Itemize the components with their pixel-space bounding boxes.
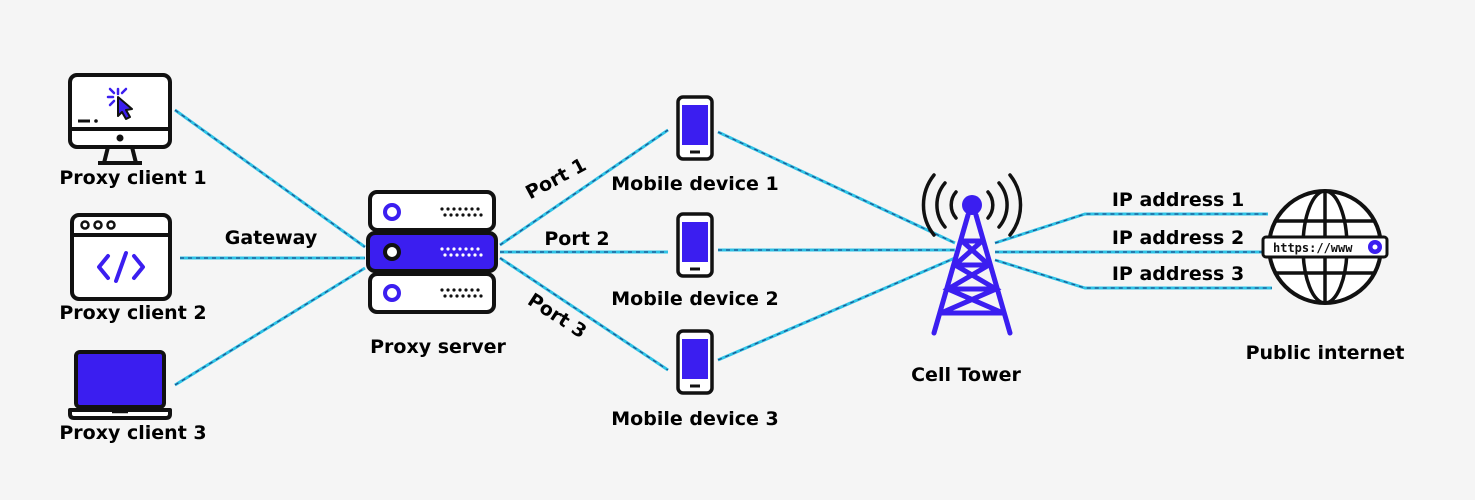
server-vent-dot xyxy=(446,207,450,211)
server-vent-dot xyxy=(479,213,483,217)
server-vent-dot xyxy=(440,247,444,251)
port-2-label: Port 2 xyxy=(544,228,610,250)
connection-line-dash xyxy=(174,109,366,248)
server-vent-dot xyxy=(443,253,447,257)
connection-line-dash xyxy=(994,259,1272,289)
server-vent-dot xyxy=(452,207,456,211)
smartphone-icon xyxy=(676,329,714,395)
server-vent-dot xyxy=(461,213,465,217)
mobile-device-1-label: Mobile device 1 xyxy=(611,173,779,195)
proxy-client-1-label: Proxy client 1 xyxy=(59,167,207,189)
server-vent-dot xyxy=(455,253,459,257)
server-vent-dot xyxy=(440,288,444,292)
server-vent-dot xyxy=(446,247,450,251)
smartphone-icon xyxy=(676,95,714,161)
server-vent-dot xyxy=(458,207,462,211)
server-vent-dot xyxy=(449,253,453,257)
connection-line-dash xyxy=(717,257,956,361)
server-vent-dot xyxy=(455,294,459,298)
connection-line-dash xyxy=(174,267,366,386)
server-vent-dot xyxy=(452,247,456,251)
server-rack-icon xyxy=(366,190,498,314)
server-vent-dot xyxy=(449,294,453,298)
server-vent-dot xyxy=(461,294,465,298)
connection-lines xyxy=(174,108,1272,387)
url-text: https://www xyxy=(1273,241,1353,255)
server-vent-dot xyxy=(476,207,480,211)
server-vent-dot xyxy=(470,207,474,211)
mobile-device-3-label: Mobile device 3 xyxy=(611,408,779,430)
server-vent-dot xyxy=(443,294,447,298)
connection-line-dash xyxy=(717,131,956,244)
laptop-icon xyxy=(68,350,172,420)
server-vent-dot xyxy=(464,288,468,292)
public-internet-label: Public internet xyxy=(1245,342,1405,364)
server-vent-dot xyxy=(470,288,474,292)
cell-tower-icon xyxy=(921,173,1023,336)
connection-line-dash xyxy=(994,213,1268,244)
server-vent-dot xyxy=(461,253,465,257)
gateway-label: Gateway xyxy=(224,227,318,249)
ip-address-3-label: IP address 3 xyxy=(1111,263,1245,285)
server-vent-dot xyxy=(476,247,480,251)
connection-line-dash xyxy=(499,129,669,246)
server-vent-dot xyxy=(458,247,462,251)
server-vent-dot xyxy=(440,207,444,211)
proxy-server-label: Proxy server xyxy=(370,336,506,358)
ip-address-1-label: IP address 1 xyxy=(1111,189,1245,211)
server-vent-dot xyxy=(479,294,483,298)
ip-address-2-label: IP address 2 xyxy=(1111,227,1245,249)
proxy-client-3-label: Proxy client 3 xyxy=(59,422,207,444)
server-vent-dot xyxy=(449,213,453,217)
code-window-icon xyxy=(70,213,172,301)
globe-icon: https://www xyxy=(1261,189,1389,305)
server-vent-dot xyxy=(443,213,447,217)
server-vent-dot xyxy=(446,288,450,292)
server-vent-dot xyxy=(473,213,477,217)
server-vent-dot xyxy=(467,253,471,257)
cell-tower-label: Cell Tower xyxy=(911,364,1021,386)
server-vent-dot xyxy=(476,288,480,292)
connection-line-dash xyxy=(499,257,669,371)
server-vent-dot xyxy=(467,213,471,217)
server-vent-dot xyxy=(455,213,459,217)
server-vent-dot xyxy=(473,253,477,257)
server-vent-dot xyxy=(470,247,474,251)
smartphone-icon xyxy=(676,212,714,278)
server-vent-dot xyxy=(467,294,471,298)
server-vent-dot xyxy=(458,288,462,292)
mobile-device-2-label: Mobile device 2 xyxy=(611,288,779,310)
server-vent-dot xyxy=(473,294,477,298)
server-vent-dot xyxy=(464,247,468,251)
server-vent-dot xyxy=(464,207,468,211)
server-vent-dot xyxy=(479,253,483,257)
monitor-cursor-icon xyxy=(68,73,172,165)
proxy-client-2-label: Proxy client 2 xyxy=(59,302,207,324)
server-vent-dot xyxy=(452,288,456,292)
